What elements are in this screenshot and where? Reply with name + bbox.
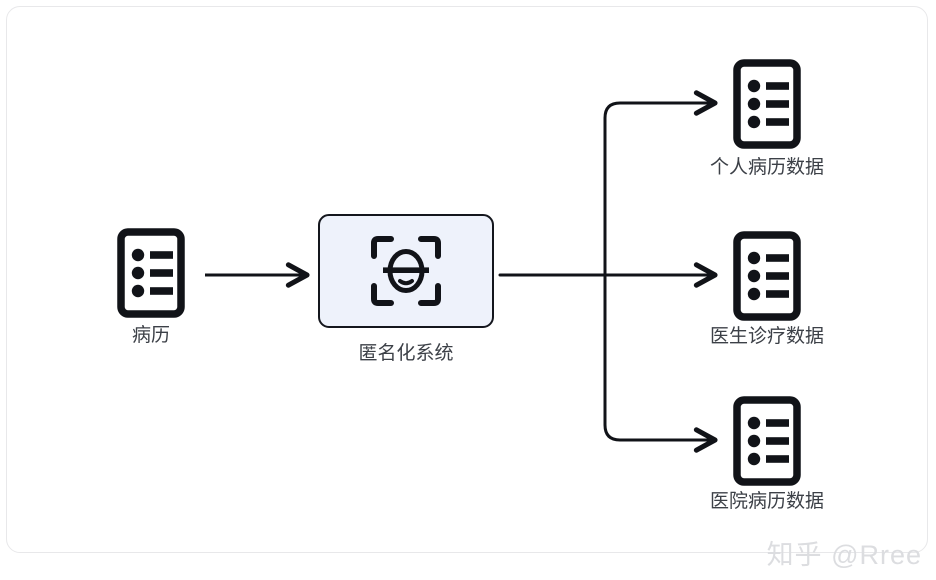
output-document-icon-1 [733, 59, 801, 149]
output-label-1: 个人病历数据 [709, 157, 824, 178]
anonymization-system-box [318, 214, 494, 328]
connector-junction-to-output-3 [603, 273, 718, 453]
output-document-icon-2 [733, 231, 801, 321]
input-document-icon [117, 228, 185, 318]
input-label: 病历 [131, 325, 170, 346]
connector-junction-to-output-1 [603, 90, 718, 277]
process-label: 匿名化系统 [358, 343, 454, 364]
watermark: 知乎 @Rree [766, 540, 922, 570]
output-document-icon-3 [733, 396, 801, 486]
output-label-3: 医院病历数据 [709, 491, 824, 512]
output-label-2: 医生诊疗数据 [709, 326, 824, 347]
face-scan-anonymize-icon [370, 235, 442, 307]
